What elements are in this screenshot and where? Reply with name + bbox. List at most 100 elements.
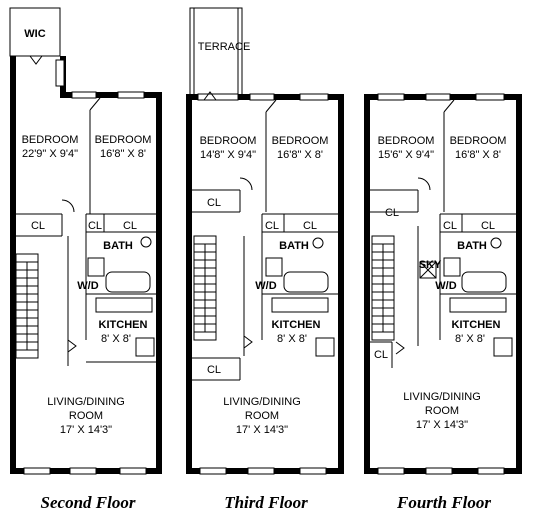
room-size-bedroom-b: 16'8" X 8' [100,148,146,160]
room-label-living: ROOM [425,405,459,417]
terrace-door [197,93,239,101]
door-swing [243,335,253,349]
door-swing [67,339,77,353]
window [299,93,329,101]
room-label-closet: CL [31,220,45,232]
room-label-closet: CL [374,349,388,361]
stove [493,337,513,357]
room-label-closet: CL [385,207,399,219]
room-label-living: ROOM [69,410,103,422]
kitchen-counter [449,297,507,313]
bathtub [105,271,151,293]
window [299,467,327,475]
room-size-living: 17' X 14'3" [236,424,288,436]
stairs [15,253,39,359]
room-size-bedroom-a: 15'6" X 9'4" [378,149,434,161]
room-label-closet: CL [443,220,457,232]
outer-wall-right [516,94,522,474]
outer-wall-right [156,94,162,474]
room-label-closet: CL [123,220,137,232]
room-label-living: LIVING/DINING [47,396,125,408]
room-label-bedroom-a: BEDROOM [200,135,257,147]
room-label-kitchen: KITCHEN [99,319,148,331]
bathtub [461,271,507,293]
door-swing [203,91,217,101]
window [249,93,275,101]
floor-caption-fourth: Fourth Floor [396,493,491,512]
window [425,467,453,475]
washer-dryer [443,257,461,277]
window [199,467,227,475]
window [425,93,451,101]
room-size-living: 17' X 14'3" [416,419,468,431]
window [119,467,147,475]
washer-dryer [87,257,105,277]
room-size-bedroom-a: 14'8" X 9'4" [200,149,256,161]
window [377,467,405,475]
room-label-bath: BATH [279,240,309,252]
washer-dryer [265,257,283,277]
floor-caption-third: Third Floor [224,493,308,512]
window [475,93,505,101]
wic-walls [9,7,61,57]
kitchen-counter [271,297,329,313]
sink-fixture [312,237,324,249]
room-label-skylight: SKY [419,259,442,271]
room-label-closet: CL [207,364,221,376]
room-label-bath: BATH [103,240,133,252]
outer-wall-top [60,92,162,98]
window [247,467,275,475]
floor-plan-second: WIC BEDROOM 22'9" X 9'4" BEDROOM 16'8" X… [9,7,162,512]
room-label-closet: CL [207,197,221,209]
window [71,91,97,99]
room-label-bedroom-b: BEDROOM [450,135,507,147]
bathtub [283,271,329,293]
door-swing [417,177,431,191]
room-size-kitchen: 8' X 8' [101,333,131,345]
room-label-kitchen: KITCHEN [272,319,321,331]
room-label-bedroom-b: BEDROOM [95,134,152,146]
room-label-living: LIVING/DINING [403,391,481,403]
room-label-kitchen: KITCHEN [452,319,501,331]
room-label-wd: W/D [255,280,276,292]
door-swing [395,341,405,355]
window [55,59,65,87]
room-label-bath: BATH [457,240,487,252]
outer-wall-left [364,94,370,474]
outer-wall-right [338,94,344,474]
room-label-living: LIVING/DINING [223,396,301,408]
floor-plan-third: TERRACE BEDROOM 14'8" X 9'4" BEDROOM 16'… [186,7,344,512]
room-label-bedroom-a: BEDROOM [22,134,79,146]
room-size-bedroom-b: 16'8" X 8' [455,149,501,161]
outer-wall-left [10,56,16,474]
window [377,93,405,101]
room-size-kitchen: 8' X 8' [455,333,485,345]
door-swing [29,55,43,65]
window [117,91,145,99]
room-label-closet: CL [481,220,495,232]
room-label-bedroom-b: BEDROOM [272,135,329,147]
room-size-kitchen: 8' X 8' [277,333,307,345]
stove [135,337,155,357]
window [23,467,51,475]
room-size-bedroom-a: 22'9" X 9'4" [22,148,78,160]
outer-wall-left [186,94,192,474]
room-label-wd: W/D [77,280,98,292]
room-label-living: ROOM [245,410,279,422]
stairs [193,235,217,341]
sink-fixture [490,237,502,249]
skylight [419,261,437,279]
room-label-bedroom-a: BEDROOM [378,135,435,147]
stairs [371,235,395,341]
kitchen-counter [95,297,153,313]
door-swing [61,199,75,213]
stove [315,337,335,357]
window [69,467,97,475]
door-swing [239,177,253,191]
room-label-closet: CL [303,220,317,232]
room-label-closet: CL [265,220,279,232]
sink-fixture [140,236,152,248]
room-label-closet: CL [88,220,102,232]
room-size-bedroom-b: 16'8" X 8' [277,149,323,161]
